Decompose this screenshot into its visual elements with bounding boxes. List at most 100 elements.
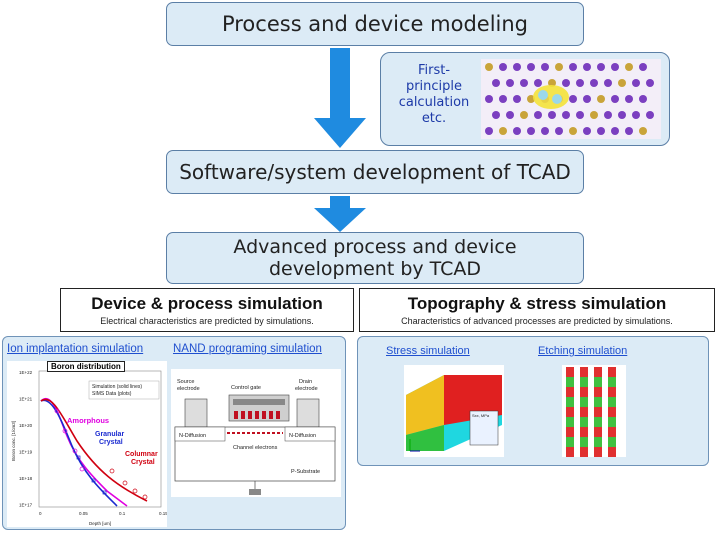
atom-dot <box>625 95 633 103</box>
atom-dot <box>506 111 514 119</box>
n-diffusion-right-label: N-Diffusion <box>289 433 316 439</box>
etching-simulation-link[interactable]: Etching simulation <box>538 345 628 357</box>
flow-step-advanced: Advanced process and device development … <box>166 232 584 284</box>
etch-layer <box>566 387 574 397</box>
ion-xlabel: Depth [um] <box>89 521 111 526</box>
first-principle-panel: First- principle calculation etc. <box>380 52 670 146</box>
atom-dot <box>639 127 647 135</box>
flow-step-advanced-line1: Advanced process and device <box>233 236 517 258</box>
atom-dot <box>618 111 626 119</box>
etch-layer <box>608 407 616 417</box>
atom-dot <box>583 127 591 135</box>
molecular-structure-image <box>481 59 661 139</box>
source-line2: electrode <box>177 386 200 392</box>
nand-svg: Source electrode Control gate Drain elec… <box>174 379 336 495</box>
etch-layer <box>566 447 574 457</box>
etch-layer <box>594 397 602 407</box>
atom-dot <box>604 111 612 119</box>
atom-dot <box>632 111 640 119</box>
atom-dot <box>583 95 591 103</box>
etch-layer <box>566 427 574 437</box>
ion-xtick-label: 0.05 <box>79 511 88 516</box>
etch-layer <box>566 417 574 427</box>
ion-xtick-label: 0.1 <box>119 511 126 516</box>
stress-simulation-link[interactable]: Stress simulation <box>386 345 470 357</box>
atom-dot <box>611 63 619 71</box>
n-diffusion-left-label: N-Diffusion <box>179 433 206 439</box>
atom-dot <box>597 63 605 71</box>
flow-step-software-label: Software/system development of TCAD <box>179 160 571 184</box>
atom-dot <box>527 63 535 71</box>
atom-dot <box>597 95 605 103</box>
atom-dot <box>618 79 626 87</box>
ion-ytick-label: 1E+22 <box>19 370 33 375</box>
atom-dot <box>506 79 514 87</box>
atom-dot <box>520 111 528 119</box>
flow-step-software: Software/system development of TCAD <box>166 150 584 194</box>
etch-layer <box>580 397 588 407</box>
atom-dot <box>534 111 542 119</box>
etch-layer <box>580 437 588 447</box>
atom-dot <box>485 95 493 103</box>
granular-line2: Crystal <box>99 439 123 446</box>
ion-xtick-label: 0 <box>39 511 42 516</box>
etch-layer <box>566 397 574 407</box>
atom-dot <box>569 63 577 71</box>
atom-dot <box>590 79 598 87</box>
atom-dot <box>492 79 500 87</box>
etch-layer <box>594 437 602 447</box>
atom-dot <box>590 111 598 119</box>
atom-dot <box>513 95 521 103</box>
atom-dot <box>632 79 640 87</box>
etch-layer <box>594 377 602 387</box>
etch-layer <box>608 437 616 447</box>
topography-stress-header: Topography & stress simulation Character… <box>359 288 715 332</box>
atom-dot <box>625 127 633 135</box>
ion-implantation-chart: Amorphous Granular Crystal Columnar Crys… <box>7 361 168 527</box>
atom-dot <box>646 79 654 87</box>
ion-ytick-label: 1E+19 <box>19 450 33 455</box>
source-line1: Source <box>177 379 194 385</box>
device-process-title: Device & process simulation <box>91 294 323 313</box>
ion-implantation-link[interactable]: Ion implantation simulation <box>7 343 144 355</box>
atom-dot <box>576 111 584 119</box>
atom-dot <box>541 127 549 135</box>
columnar-line2: Crystal <box>131 459 155 466</box>
granular-line1: Granular <box>95 431 124 438</box>
atom-dot <box>485 63 493 71</box>
drain-line2: electrode <box>295 386 318 392</box>
nand-programing-link[interactable]: NAND programing simulation <box>173 343 322 355</box>
atom-dot <box>639 63 647 71</box>
atom-dot <box>499 63 507 71</box>
etching-simulation-image <box>562 365 626 457</box>
atom-dot <box>569 127 577 135</box>
atom-dot <box>646 111 654 119</box>
first-principle-line1: First- <box>417 63 451 78</box>
atom-dot <box>604 79 612 87</box>
ion-xtick-label: 0.15 <box>159 511 167 516</box>
etch-layer <box>608 417 616 427</box>
atom-dot <box>513 63 521 71</box>
atom-dot <box>541 63 549 71</box>
ion-ytick-label: 1E+18 <box>19 476 33 481</box>
atom-dot <box>639 95 647 103</box>
amorphous-label: Amorphous <box>67 416 109 425</box>
etch-layer <box>608 397 616 407</box>
flow-step-advanced-label: Advanced process and device development … <box>167 233 583 280</box>
ion-ytick-label: 1E+17 <box>19 503 33 508</box>
device-process-header: Device & process simulation Electrical c… <box>60 288 354 332</box>
atom-dot <box>576 79 584 87</box>
atom-dot <box>527 127 535 135</box>
atom-dot <box>625 63 633 71</box>
etch-layer <box>594 427 602 437</box>
columnar-label: Columnar Crystal <box>125 451 160 466</box>
channel-electrons-label: Channel electrons <box>233 445 278 451</box>
etch-layer <box>608 367 616 377</box>
etch-layer <box>580 417 588 427</box>
topography-stress-subtitle: Characteristics of advanced processes ar… <box>401 316 673 326</box>
ion-ytick-label: 1E+21 <box>19 397 33 402</box>
device-process-subtitle: Electrical characteristics are predicted… <box>100 316 314 326</box>
etch-layer <box>594 417 602 427</box>
etch-layer <box>580 407 588 417</box>
nand-diagram: Source electrode Control gate Drain elec… <box>171 369 341 497</box>
